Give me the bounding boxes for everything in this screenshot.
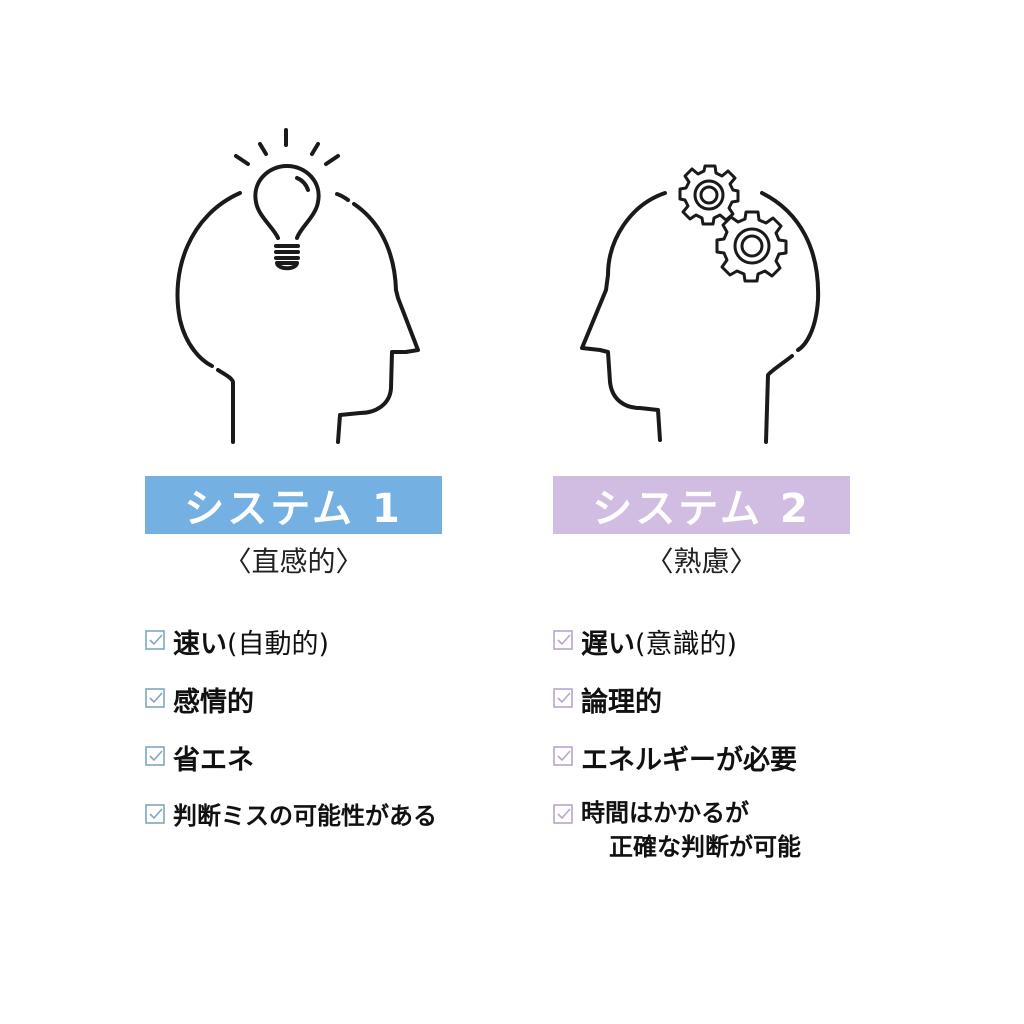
system2-title: システム 2 <box>592 486 811 532</box>
head-with-lightbulb-icon <box>175 128 420 444</box>
system1-subtitle: 〈直感的〉 <box>223 545 364 578</box>
checkbox-checked-icon <box>145 688 165 708</box>
system1-title-banner: システム 1 <box>145 476 442 534</box>
list-item: 省エネ <box>145 738 437 796</box>
checkbox-checked-icon <box>553 630 573 650</box>
system2-feature-list: 遅い(意識的) 論理的 エネルギーが必要 時間はかかるが正確な判断が可能 <box>553 622 801 864</box>
system2-title-banner: システム 2 <box>553 476 850 534</box>
list-item: 判断ミスの可能性がある <box>145 796 437 854</box>
system1-title: システム 1 <box>184 486 403 532</box>
list-item: エネルギーが必要 <box>553 738 801 796</box>
list-item: 時間はかかるが正確な判断が可能 <box>553 796 801 864</box>
list-item: 速い(自動的) <box>145 622 437 680</box>
list-item: 遅い(意識的) <box>553 622 801 680</box>
checkbox-checked-icon <box>553 746 573 766</box>
checkbox-checked-icon <box>145 746 165 766</box>
checkbox-checked-icon <box>553 688 573 708</box>
checkbox-checked-icon <box>145 630 165 650</box>
head-with-gears-icon <box>580 164 821 444</box>
system2-subtitle: 〈熟慮〉 <box>645 545 758 578</box>
checkbox-checked-icon <box>145 804 165 824</box>
system1-feature-list: 速い(自動的) 感情的 省エネ 判断ミスの可能性がある <box>145 622 437 854</box>
checkbox-checked-icon <box>553 804 573 824</box>
list-item: 感情的 <box>145 680 437 738</box>
list-item: 論理的 <box>553 680 801 738</box>
